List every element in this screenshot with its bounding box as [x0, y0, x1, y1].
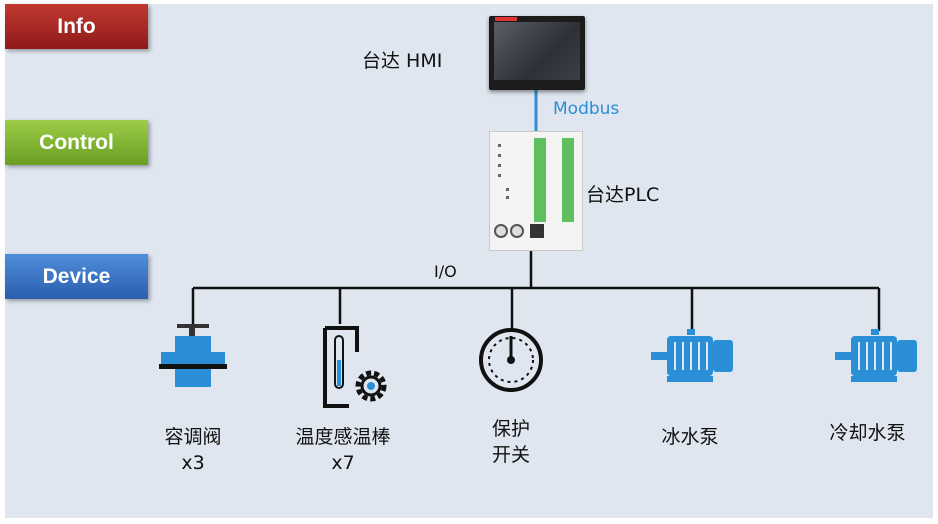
device-name: 冰水泵 — [661, 426, 719, 448]
control-tag: Control — [5, 120, 148, 165]
indicator-led — [498, 164, 501, 167]
terminal-strip — [534, 138, 546, 222]
comm-port — [494, 224, 508, 238]
info-tag: Info — [5, 4, 148, 49]
indicator-led — [498, 174, 501, 177]
device-name: 冷却水泵 — [829, 422, 906, 444]
device-name: 容调阀 — [164, 426, 222, 448]
gauge-switch-icon — [479, 328, 543, 392]
hmi-screen-device — [489, 16, 585, 90]
device-label: 冷却水泵 — [805, 420, 930, 446]
brand-logo — [495, 17, 517, 21]
device-tag: Device — [5, 254, 148, 299]
pump-icon — [835, 329, 917, 382]
indicator-led — [498, 154, 501, 157]
comm-port — [510, 224, 524, 238]
thermometer-gear-icon — [323, 326, 387, 408]
modbus-label: Modbus — [553, 99, 620, 119]
plc-label: 台达PLC — [586, 184, 660, 206]
hmi-label: 台达 HMI — [362, 50, 443, 72]
indicator-led — [498, 144, 501, 147]
hmi-display — [494, 22, 580, 80]
indicator-led — [506, 188, 509, 191]
device-label: 保护 开关 — [461, 416, 561, 468]
connection-lines — [191, 90, 881, 331]
device-count: x7 — [331, 452, 355, 474]
device-name-line2: 开关 — [491, 444, 530, 466]
indicator-led — [506, 196, 509, 199]
device-count: x3 — [181, 452, 205, 474]
memory-slot — [530, 224, 544, 238]
device-label: 温度感温棒 x7 — [273, 424, 413, 476]
pump-icon — [651, 329, 733, 382]
device-name: 保护 — [491, 418, 530, 440]
device-label: 容调阀 x3 — [133, 424, 253, 476]
device-label: 冰水泵 — [635, 424, 745, 450]
diagram-canvas: Info Control Device 台达 HMI Modbus 台达PLC … — [5, 4, 933, 518]
plc-device — [489, 131, 583, 251]
io-label: I/O — [434, 262, 457, 281]
device-name: 温度感温棒 — [295, 426, 391, 448]
valve-icon — [159, 324, 227, 387]
terminal-strip — [562, 138, 574, 222]
